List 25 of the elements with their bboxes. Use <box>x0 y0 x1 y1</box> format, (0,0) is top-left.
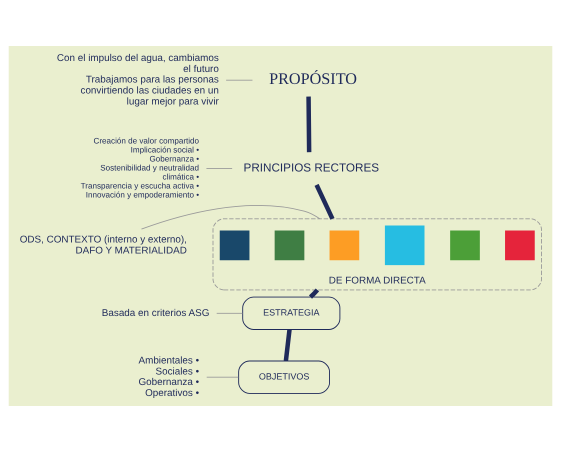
connector <box>284 328 292 360</box>
connector <box>314 183 334 220</box>
node-box <box>505 230 535 260</box>
node-text: PRINCIPIOS RECTORES <box>244 160 380 174</box>
cluster: DE FORMA DIRECTA <box>212 218 542 290</box>
connector <box>141 204 320 230</box>
connector <box>206 167 233 168</box>
connector <box>226 79 253 80</box>
node-box <box>220 230 250 260</box>
connector <box>306 96 312 152</box>
node-text: PROPÓSITO <box>269 70 357 88</box>
node-box: OBJETIVOS <box>238 360 330 394</box>
node-text: ODS, CONTEXTO (interno y externo), DAFO Y MATERIALIDAD <box>20 234 187 256</box>
connector <box>206 376 239 378</box>
node-text: Con el impulso del agua, cambiamos el futuro Trabajamos para las personas convirtiendo las ciudades en un lugar mejor para vivir <box>56 52 219 107</box>
connector <box>216 312 244 314</box>
node-box <box>330 230 360 260</box>
node-box <box>384 225 424 265</box>
connector <box>308 288 320 298</box>
node-text: Basada en criterios ASG <box>102 307 210 318</box>
node-box <box>274 230 304 260</box>
node-box <box>450 230 480 260</box>
node-text: Creación de valor compartido Implicación social • Gobernanza • Sostenibilidad y neutralidad climática • Transparencia y escucha activa • Innovación y empoderamiento • <box>80 136 200 199</box>
node-text: Ambientales • Sociales • Gobernanza • Operativos • <box>138 355 200 398</box>
node-box: ESTRATEGIA <box>242 296 340 330</box>
